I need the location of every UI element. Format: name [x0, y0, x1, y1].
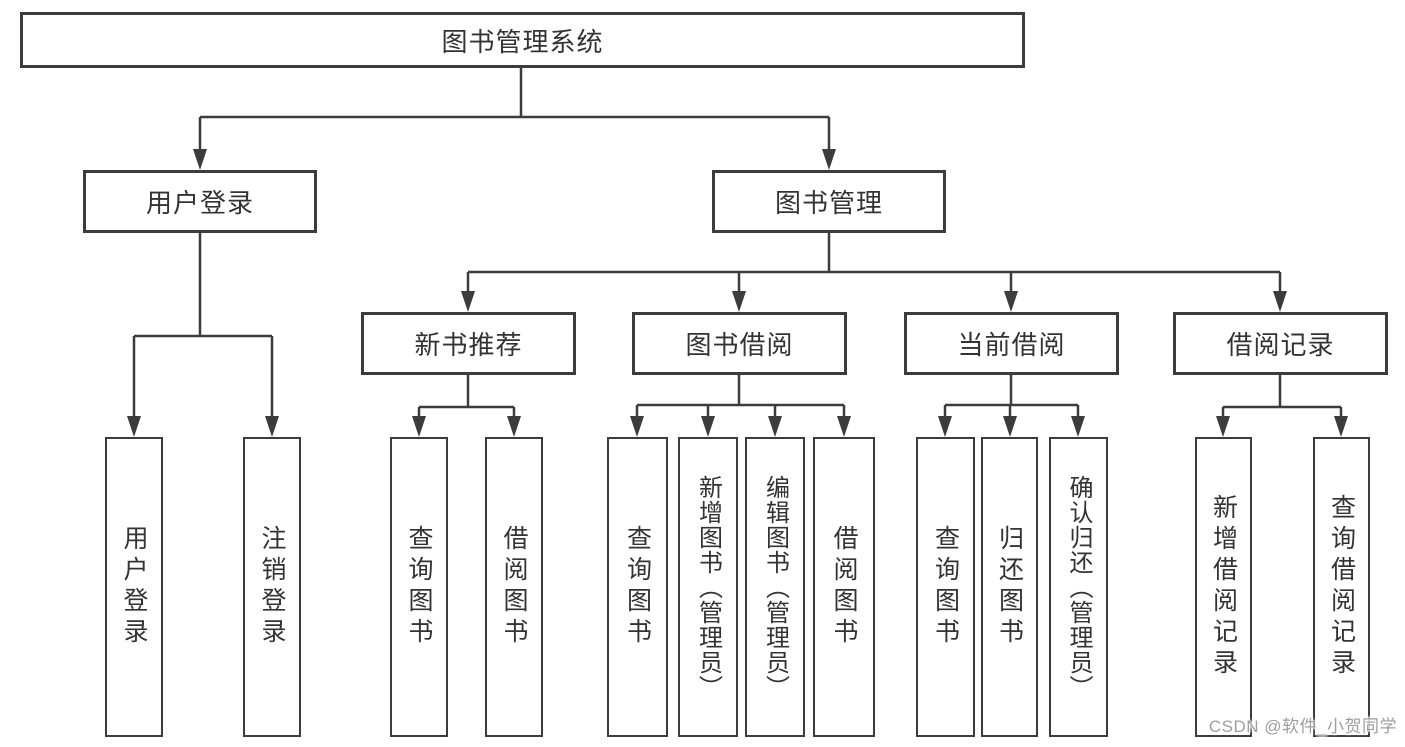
node-book-borrowing: 图书借阅	[632, 312, 847, 375]
node-root: 图书管理系统	[20, 12, 1025, 68]
connector-root	[198, 68, 831, 154]
node-book-management-label: 图书管理	[774, 188, 883, 218]
node-book-borrowing-label: 图书借阅	[685, 330, 794, 360]
leaf-query-borrow-record: 查询借阅记录	[1313, 437, 1370, 737]
node-borrowing-records-label: 借阅记录	[1226, 330, 1335, 360]
node-root-label: 图书管理系统	[441, 26, 604, 57]
node-user-login-label: 用户登录	[145, 188, 254, 218]
leaf-add-borrow-record: 新增借阅记录	[1195, 437, 1252, 737]
connector-management	[466, 233, 1282, 296]
leaf-user-login: 用户登录	[105, 437, 163, 737]
leaf-add-book-admin-label: 新增图书（管理员）	[694, 474, 722, 700]
leaf-query-books-3: 查询图书	[916, 437, 975, 737]
node-current-borrowing: 当前借阅	[904, 312, 1119, 375]
node-borrowing-records: 借阅记录	[1173, 312, 1388, 375]
leaf-query-books-3-label: 查询图书	[931, 525, 960, 649]
leaf-logout-label: 注销登录	[258, 525, 286, 649]
leaf-query-books-2-label: 查询图书	[623, 525, 652, 649]
leaf-query-books-1-label: 查询图书	[405, 525, 433, 649]
leaf-return-book: 归还图书	[981, 437, 1038, 737]
leaf-add-book-admin: 新增图书（管理员）	[678, 437, 738, 737]
leaf-confirm-return-admin: 确认归还（管理员）	[1049, 437, 1108, 737]
leaf-borrow-books-2: 借阅图书	[813, 437, 875, 737]
leaf-edit-book-admin-label: 编辑图书（管理员）	[761, 474, 789, 700]
connector-records	[1221, 375, 1343, 421]
leaf-add-borrow-record-label: 新增借阅记录	[1209, 494, 1238, 680]
node-new-book-recommend: 新书推荐	[361, 312, 576, 375]
connector-current	[943, 375, 1080, 421]
leaf-query-books-1: 查询图书	[390, 437, 448, 737]
node-user-login: 用户登录	[83, 170, 317, 233]
connector-new-books	[417, 375, 516, 421]
leaf-query-borrow-record-label: 查询借阅记录	[1327, 494, 1356, 680]
leaf-logout: 注销登录	[243, 437, 301, 737]
leaf-borrow-books-2-label: 借阅图书	[830, 525, 858, 649]
connector-borrowing	[635, 375, 846, 421]
node-current-borrowing-label: 当前借阅	[957, 330, 1066, 360]
watermark-text: CSDN @软件_小贺同学	[1208, 717, 1397, 736]
leaf-confirm-return-admin-label: 确认归还（管理员）	[1065, 474, 1092, 700]
node-book-management: 图书管理	[712, 170, 946, 233]
arrowheads	[127, 149, 1348, 437]
leaf-borrow-books-1-label: 借阅图书	[500, 525, 528, 649]
leaf-edit-book-admin: 编辑图书（管理员）	[745, 437, 805, 737]
leaf-query-books-2: 查询图书	[607, 437, 668, 737]
connector-login	[132, 233, 274, 421]
leaf-borrow-books-1: 借阅图书	[485, 437, 543, 737]
leaf-user-login-label: 用户登录	[120, 525, 148, 649]
node-new-book-recommend-label: 新书推荐	[414, 330, 523, 360]
leaf-return-book-label: 归还图书	[995, 525, 1024, 649]
